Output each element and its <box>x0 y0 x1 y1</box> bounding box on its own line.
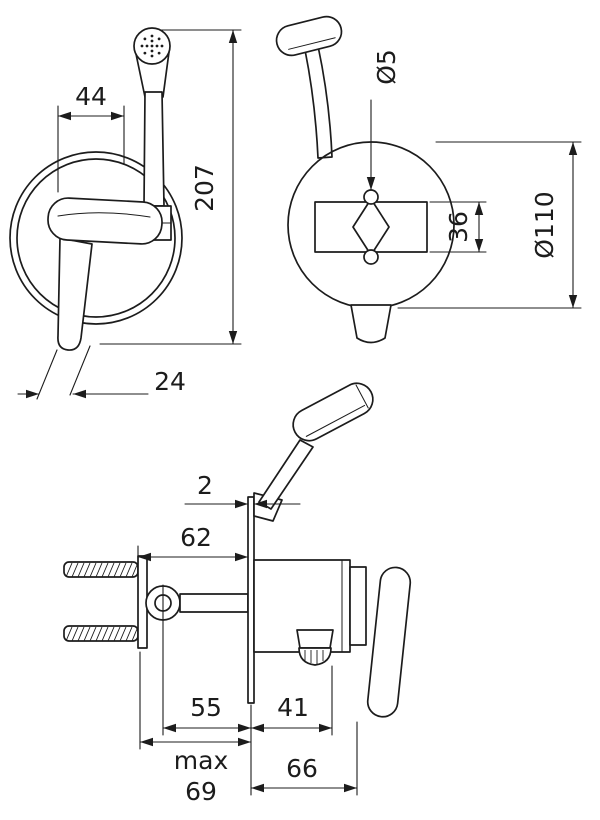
spray-tube-rear <box>304 45 333 159</box>
spout-cap <box>298 647 332 666</box>
rod-bottom-hatch <box>65 626 138 642</box>
wall-plate-edge <box>247 496 255 704</box>
dim-max-label: max <box>174 746 228 775</box>
rear-view-dimensions: Ø5 36 Ø110 <box>370 49 582 309</box>
spray-tube <box>143 91 165 207</box>
lever-grip <box>57 237 93 351</box>
dim-66-label: 66 <box>286 754 318 783</box>
spout-cone <box>296 629 334 649</box>
side-view <box>63 382 412 718</box>
dim-44-label: 44 <box>75 82 107 111</box>
spray-face-nozzles <box>140 34 164 58</box>
dim-hole-label: Ø5 <box>372 49 401 85</box>
escutcheon-inner-circle <box>16 158 176 318</box>
lever-paddle-detail <box>57 212 151 218</box>
front-view <box>9 27 183 351</box>
spray-head-rear <box>275 15 343 57</box>
bottom-holder-rear <box>350 304 392 344</box>
dim-69-label: 69 <box>185 777 217 806</box>
spray-lever-side <box>258 439 314 510</box>
spout-knurl <box>304 650 324 664</box>
dim-24-label: 24 <box>154 367 186 396</box>
dim-plate-diameter-label: Ø110 <box>530 191 559 258</box>
handle-lever-side <box>366 566 412 718</box>
rod-top-hatch <box>65 562 138 578</box>
mount-hole-top <box>363 189 379 205</box>
dim-62-label: 62 <box>180 523 212 552</box>
inlet-pipe <box>179 593 249 613</box>
mount-hole-bottom <box>363 249 379 265</box>
rear-view <box>275 15 455 344</box>
dim-41-label: 41 <box>277 693 309 722</box>
escutcheon-outer-circle <box>9 151 183 325</box>
dim-2-label: 2 <box>197 471 213 500</box>
front-view-dimensions: 44 207 24 <box>17 29 242 400</box>
dim-36-label: 36 <box>444 211 473 243</box>
lever-paddle <box>47 197 163 245</box>
spray-head-side <box>292 382 374 442</box>
valve-diamond <box>352 198 390 256</box>
dim-55-label: 55 <box>190 693 222 722</box>
dim-207-label: 207 <box>190 164 219 212</box>
handle-base-side <box>349 566 367 646</box>
